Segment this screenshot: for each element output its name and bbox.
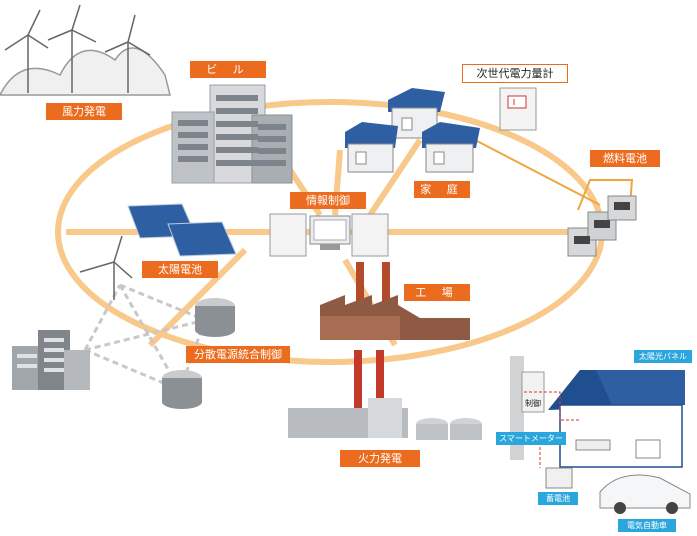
wind-turbine-small	[79, 235, 133, 300]
fuel-cell-units	[567, 195, 637, 257]
smart-meter-box	[499, 87, 537, 131]
electric-vehicle-label: 電気自動車	[618, 519, 676, 532]
solar-panels	[127, 203, 237, 257]
thermal-power-label: 火力発電	[340, 450, 420, 467]
houses	[345, 88, 480, 173]
wind-turbines	[0, 4, 171, 96]
home-label: 家 庭	[414, 181, 470, 198]
control-label: 制御	[525, 399, 541, 408]
factory	[320, 262, 470, 340]
fuel-cell-label: 燃料電池	[590, 150, 660, 167]
city-buildings	[12, 330, 90, 390]
distributed-control-label: 分散電源統合制御	[186, 346, 290, 363]
meter-fuel-link	[474, 139, 634, 211]
solar-panel-label: 太陽光パネル	[634, 350, 692, 363]
building-label: ビ ル	[190, 61, 266, 78]
next-gen-meter-label: 次世代電力量計	[462, 64, 568, 83]
control-center	[269, 213, 389, 257]
factory-label: 工 場	[404, 284, 470, 301]
smart-meter-label: スマートメーター	[496, 432, 566, 445]
wind-power-label: 風力発電	[46, 103, 122, 120]
thermal-power-plant	[288, 350, 482, 440]
office-buildings	[171, 84, 293, 184]
solar-label: 太陽電池	[142, 261, 218, 278]
smart-home-inset	[510, 356, 691, 514]
info-control-label: 情報制御	[290, 192, 366, 209]
storage-tanks	[162, 298, 235, 409]
storage-battery-label: 蓄電池	[538, 492, 578, 505]
